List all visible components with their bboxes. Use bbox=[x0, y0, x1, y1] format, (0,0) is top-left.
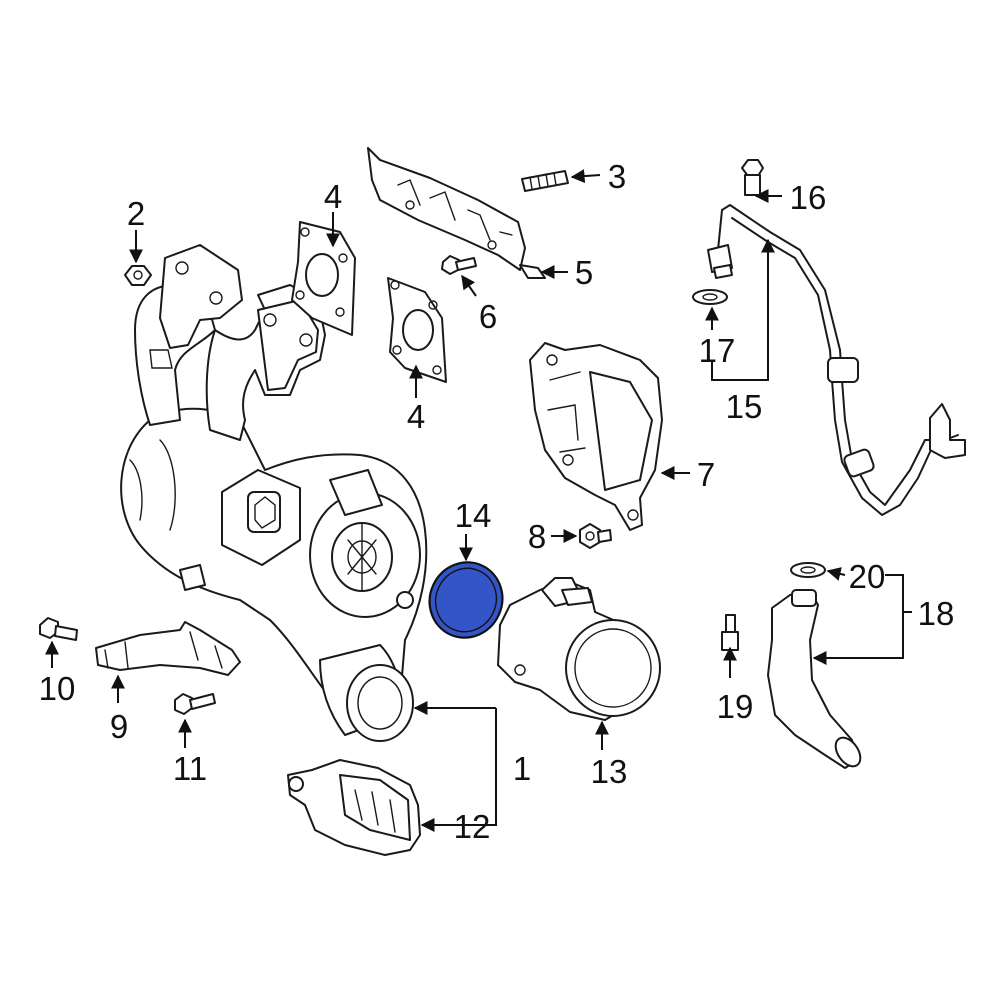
callout-13: 13 bbox=[591, 753, 628, 790]
callout-6: 6 bbox=[479, 298, 497, 335]
callout-4-lower: 4 bbox=[407, 398, 425, 435]
actuator-part[interactable] bbox=[287, 759, 421, 856]
callout-labels: 2 3 4 4 5 6 7 8 9 10 11 12 13 14 15 16 1… bbox=[39, 158, 955, 845]
seal-ring-part[interactable] bbox=[417, 550, 514, 649]
washer-17-part[interactable] bbox=[692, 289, 728, 305]
bolt-8-part[interactable] bbox=[579, 523, 612, 549]
callout-4-upper: 4 bbox=[324, 178, 342, 215]
callout-14: 14 bbox=[455, 497, 492, 534]
banjo-bolt-part[interactable] bbox=[741, 159, 764, 196]
callout-1: 1 bbox=[513, 750, 531, 787]
callout-2: 2 bbox=[127, 195, 145, 232]
callout-17: 17 bbox=[699, 332, 736, 369]
bolt-11-part[interactable] bbox=[174, 693, 216, 715]
callout-20: 20 bbox=[849, 558, 886, 595]
turbocharger-part[interactable] bbox=[120, 244, 428, 742]
gasket-upper-part[interactable] bbox=[291, 221, 356, 336]
callout-10: 10 bbox=[39, 670, 76, 707]
callout-7: 7 bbox=[697, 456, 715, 493]
leader-lines bbox=[45, 169, 912, 832]
callout-8: 8 bbox=[528, 518, 546, 555]
callout-9: 9 bbox=[110, 708, 128, 745]
turbo-heat-shield-part[interactable] bbox=[529, 342, 663, 531]
callout-12: 12 bbox=[454, 808, 491, 845]
callout-15: 15 bbox=[726, 388, 763, 425]
callout-18: 18 bbox=[918, 595, 955, 632]
washer-20-part[interactable] bbox=[790, 562, 826, 578]
callout-5: 5 bbox=[575, 254, 593, 291]
bracket-part[interactable] bbox=[95, 621, 241, 676]
callout-19: 19 bbox=[717, 688, 754, 725]
coolant-pipe-part[interactable] bbox=[767, 589, 865, 771]
stud-part[interactable] bbox=[521, 170, 569, 192]
bolt-19-part[interactable] bbox=[721, 614, 739, 651]
gasket-lower-part[interactable] bbox=[387, 277, 447, 383]
callout-11: 11 bbox=[173, 750, 207, 787]
nut-part[interactable] bbox=[124, 265, 152, 286]
bolt-6-part[interactable] bbox=[441, 255, 477, 275]
callout-3: 3 bbox=[608, 158, 626, 195]
bolt-10-part[interactable] bbox=[39, 617, 78, 641]
oil-feed-line-part[interactable] bbox=[707, 204, 966, 516]
callout-16: 16 bbox=[790, 179, 827, 216]
compressor-unit-part[interactable] bbox=[497, 577, 661, 721]
heat-shield-part[interactable] bbox=[367, 147, 546, 279]
